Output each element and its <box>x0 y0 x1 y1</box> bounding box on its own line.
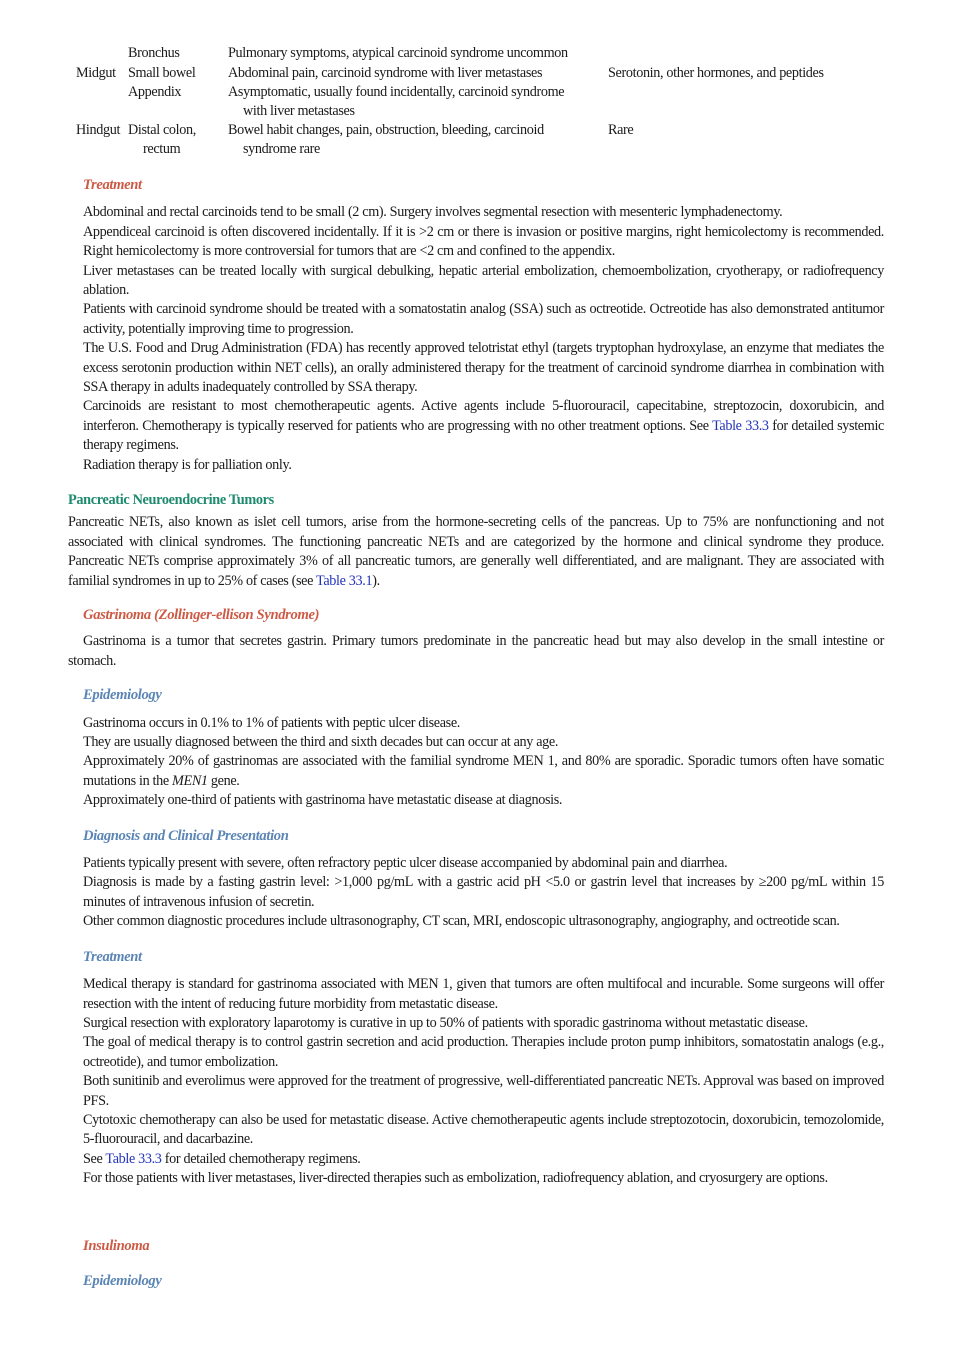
list-item: Patients with carcinoid syndrome should … <box>83 301 884 337</box>
list-item: Radiation therapy is for palliation only… <box>83 456 292 473</box>
list-item: Cytotoxic chemotherapy can also be used … <box>83 1111 884 1148</box>
list-item: Both sunitinib and everolimus were appro… <box>83 1073 884 1109</box>
list-item: Gastrinoma occurs in 0.1% to 1% of patie… <box>83 714 460 731</box>
subsection-heading: Epidemiology <box>83 1273 162 1290</box>
table-cell-symptoms: Pulmonary symptoms, atypical carcinoid s… <box>228 45 568 61</box>
symptoms-line: Asymptomatic, usually found incidentally… <box>228 84 565 100</box>
list-item: Carcinoids are resistant to most chemoth… <box>68 397 884 455</box>
gene-name: MEN1 <box>172 772 208 789</box>
list-item: The goal of medical therapy is to contro… <box>83 1034 884 1070</box>
text-run: Pancreatic NETs, also known as islet cel… <box>68 514 884 589</box>
gastrinoma-section: Gastrinoma (Zollinger-ellison Syndrome) … <box>68 606 884 1189</box>
section-heading: Insulinoma <box>83 1238 150 1254</box>
table-cell-secretion: Serotonin, other hormones, and peptides <box>608 65 824 81</box>
list-item: They are usually diagnosed between the t… <box>83 734 559 751</box>
table-cell-symptoms: Abdominal pain, carcinoid syndrome with … <box>228 65 543 81</box>
list-item: Abdominal and rectal carcinoids tend to … <box>83 204 783 221</box>
list-item: Diagnosis is made by a fasting gastrin l… <box>83 874 884 910</box>
pnet-section: Pancreatic Neuroendocrine Tumors Pancrea… <box>68 491 884 591</box>
table-cell-region: Hindgut <box>76 122 121 138</box>
text-run: Approximately 20% of gastrinomas are ass… <box>83 753 884 789</box>
insulinoma-section: Insulinoma Epidemiology <box>68 1237 884 1292</box>
subsection-heading: Treatment <box>83 948 142 965</box>
text-run: See <box>83 1150 106 1167</box>
symptoms-line: Bowel habit changes, pain, obstruction, … <box>228 122 544 138</box>
paragraph: Gastrinoma is a tumor that secretes gast… <box>68 633 884 669</box>
text-run: gene. <box>207 772 240 789</box>
text-run: Carcinoids are resistant to most chemoth… <box>83 398 884 434</box>
section-heading: Gastrinoma (Zollinger-ellison Syndrome) <box>83 607 320 623</box>
list-item: For those patients with liver metastases… <box>83 1170 828 1187</box>
table-cell-region: Midgut <box>76 65 116 81</box>
section-heading: Treatment <box>83 177 142 193</box>
table-cell-symptoms: Bowel habit changes, pain, obstruction, … <box>228 121 598 160</box>
table-link[interactable]: Table 33.1 <box>316 572 373 589</box>
table-link[interactable]: Table 33.3 <box>712 417 769 434</box>
list-item: Appendiceal carcinoid is often discovere… <box>83 223 884 260</box>
symptoms-line: with liver metastases <box>243 103 355 120</box>
paragraph: Pancreatic NETs, also known as islet cel… <box>68 513 884 591</box>
subsection-heading: Diagnosis and Clinical Presentation <box>83 827 289 844</box>
section-heading: Pancreatic Neuroendocrine Tumors <box>68 492 274 508</box>
table-cell-symptoms: Asymptomatic, usually found incidentally… <box>228 83 598 122</box>
list-item: Approximately 20% of gastrinomas are ass… <box>68 752 884 791</box>
list-item: See Table 33.3 for detailed chemotherapy… <box>68 1150 884 1169</box>
text-run: ). <box>372 572 380 589</box>
table-cell-secretion: Rare <box>608 122 634 138</box>
table-cell-site: Distal colon, rectum <box>128 121 224 160</box>
carcinoid-treatment-section: Treatment Abdominal and rectal carcinoid… <box>68 176 884 475</box>
table-link[interactable]: Table 33.3 <box>105 1150 162 1167</box>
text-run: for detailed systemic therapy regimens. <box>83 417 884 454</box>
list-item: The U.S. Food and Drug Administration (F… <box>83 340 884 396</box>
table-cell-site: Bronchus <box>128 45 180 61</box>
site-line: Distal colon, <box>128 122 196 138</box>
table-cell-site: Small bowel <box>128 65 196 81</box>
list-item: Other common diagnostic procedures inclu… <box>83 913 840 930</box>
list-item: Patients typically present with severe, … <box>83 855 728 872</box>
list-item: Approximately one-third of patients with… <box>83 792 563 809</box>
table-cell-site: Appendix <box>128 84 182 100</box>
site-line: rectum <box>143 141 181 158</box>
list-item: Medical therapy is standard for gastrino… <box>83 976 884 1012</box>
list-item: Surgical resection with exploratory lapa… <box>83 1014 808 1031</box>
list-item: Liver metastases can be treated locally … <box>83 262 884 299</box>
symptoms-line: syndrome rare <box>243 141 320 158</box>
text-run: for detailed chemotherapy regimens. <box>161 1150 361 1167</box>
subsection-heading: Epidemiology <box>83 687 162 704</box>
